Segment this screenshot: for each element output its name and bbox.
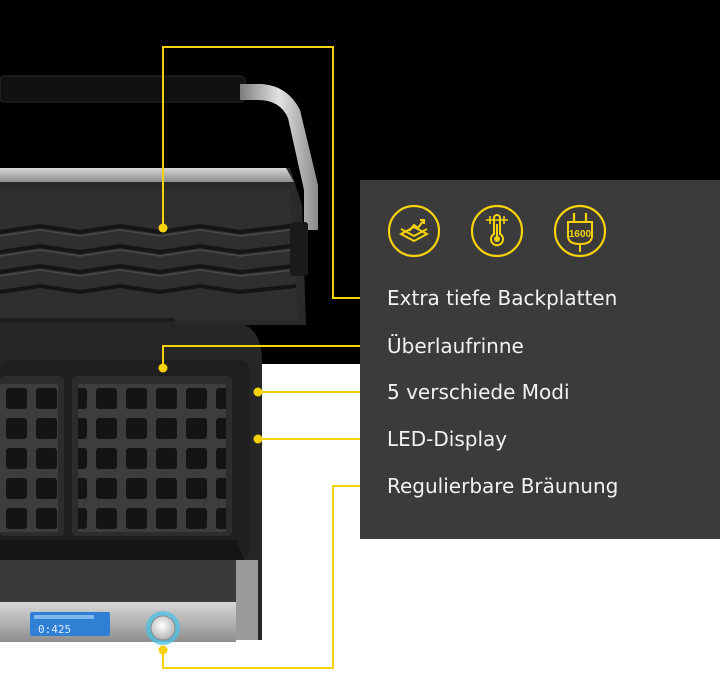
callout-dot-modi	[253, 387, 263, 397]
callout-line-braeunung	[162, 485, 380, 669]
upper-plate-highlights	[0, 229, 295, 277]
power-plug-icon: 1600	[553, 204, 607, 258]
callout-lines	[162, 46, 380, 669]
lid-handle-arm	[240, 84, 318, 230]
callout-dot-backplatten	[158, 223, 168, 233]
feature-panel	[360, 180, 720, 539]
feature-label-ueberlaufrinne: Überlaufrinne	[387, 334, 524, 358]
deep-plate-icon	[387, 204, 441, 258]
callout-dot-display	[253, 434, 263, 444]
upper-lid-rim	[0, 168, 294, 182]
callout-line-ueberlauf	[162, 345, 380, 368]
led-display-reading: 0:425	[38, 623, 71, 636]
led-display-topline	[34, 615, 94, 619]
upper-plate-ribs	[0, 223, 297, 295]
browning-knob	[150, 615, 176, 641]
waffle-plate-left	[0, 384, 58, 532]
feature-label-modi: 5 verschiede Modi	[387, 380, 570, 404]
callout-dot-ueberlauf	[158, 363, 168, 373]
side-steel-edge	[236, 560, 258, 640]
callout-dots	[158, 223, 263, 655]
temperature-icon	[470, 204, 524, 258]
feature-label-backplatten: Extra tiefe Backplatten	[387, 286, 618, 310]
feature-label-led-display: LED-Display	[387, 427, 508, 451]
callout-line-backplatten	[162, 46, 380, 299]
power-rating-text: 1600	[569, 229, 592, 240]
lid-handle-grip	[0, 75, 246, 103]
overflow-channel	[0, 540, 244, 560]
waffle-plate-right	[78, 384, 226, 532]
feature-label-braeunung: Regulierbare Bräunung	[387, 474, 619, 498]
hinge-block	[290, 222, 308, 276]
callout-dot-braeunung	[158, 645, 168, 655]
